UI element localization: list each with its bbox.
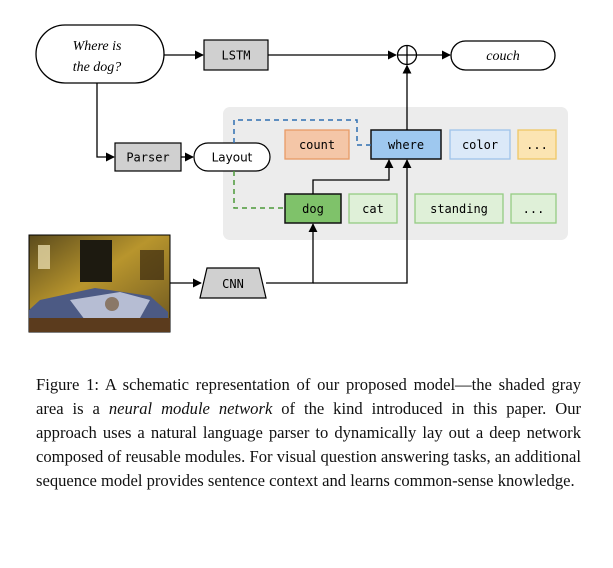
- dashed-link-dog: [233, 171, 285, 209]
- module-count: [284, 129, 350, 160]
- input-image: [28, 234, 171, 333]
- layout-node: [193, 142, 271, 172]
- cnn-box: [199, 267, 267, 299]
- module-standing-label: standing: [430, 202, 488, 216]
- caption-emphasis: neural module network: [108, 399, 273, 418]
- module-standing: [414, 193, 504, 224]
- module-where-label: where: [388, 138, 424, 152]
- layout-label: Layout: [212, 151, 253, 165]
- module-where: [370, 129, 442, 160]
- module-dog-label: dog: [302, 202, 324, 216]
- arrow-question-parser: [96, 83, 115, 162]
- arrow-dog-where: [312, 159, 394, 194]
- caption-text-1: A schematic representation of our propos…: [36, 375, 581, 418]
- dashed-link-where: [233, 119, 371, 146]
- module-cat-label: cat: [362, 202, 384, 216]
- module-more-top: [517, 129, 557, 160]
- model-diagram: Where is the dog? LSTM couch Parser Layo…: [28, 24, 568, 333]
- question-line2: the dog?: [73, 60, 122, 75]
- lstm-label: LSTM: [222, 49, 251, 63]
- parser-label: Parser: [126, 151, 169, 165]
- parser-box: [114, 142, 182, 172]
- diagram-svg: Where is the dog? LSTM couch Parser Layo…: [28, 24, 568, 333]
- module-color: [449, 129, 511, 160]
- caption-text-2: of the kind introduced in this paper. Ou…: [36, 399, 582, 490]
- question-node: [35, 24, 165, 84]
- figure-caption: Figure 1: A schematic representation of …: [36, 373, 581, 493]
- module-more-top-label: ...: [526, 138, 548, 152]
- caption-label: Figure 1:: [36, 375, 99, 394]
- answer-node: [450, 40, 556, 71]
- module-color-label: color: [462, 138, 498, 152]
- module-count-label: count: [299, 138, 335, 152]
- answer-label: couch: [486, 49, 519, 64]
- module-cat: [348, 193, 398, 224]
- module-dog: [284, 193, 342, 224]
- arrow-cnn-where: [313, 159, 412, 284]
- module-more-bottom: [510, 193, 557, 224]
- lstm-box: [203, 39, 269, 71]
- module-more-bottom-label: ...: [523, 202, 545, 216]
- cnn-label: CNN: [222, 277, 244, 291]
- question-line1: Where is: [73, 39, 122, 54]
